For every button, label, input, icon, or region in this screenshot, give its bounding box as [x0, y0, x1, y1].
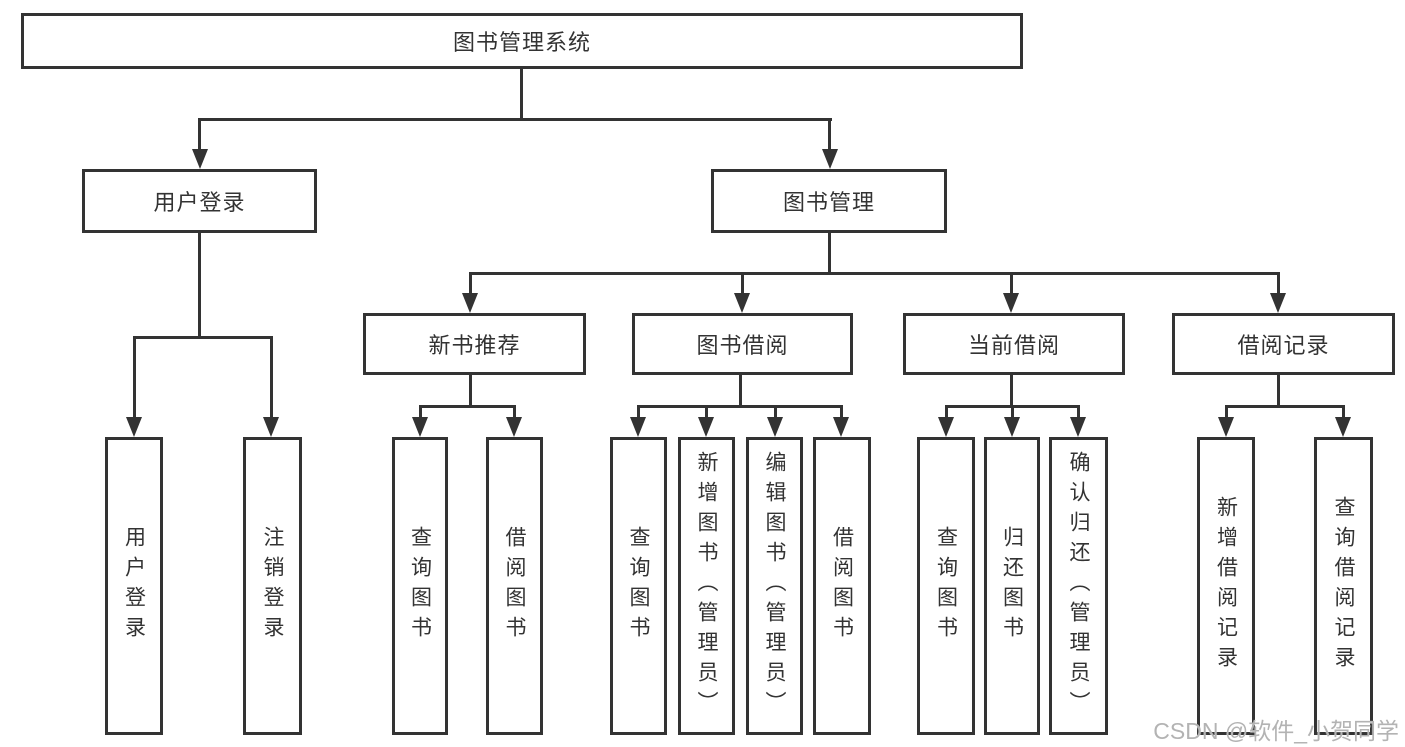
arrow-down-icon	[698, 417, 714, 437]
connector-drop-level3	[1010, 272, 1013, 295]
node-book-management: 图书管理	[711, 169, 947, 233]
connector-drop-leaf	[1342, 405, 1345, 419]
connector-drop-level3	[1277, 272, 1280, 295]
connector-records-stem	[1277, 375, 1280, 405]
connector-drop-leaf	[1077, 405, 1080, 419]
connector-drop-level3	[469, 272, 472, 295]
connector-drop-user-login	[198, 118, 201, 151]
node-new-book-recommendation: 新书推荐	[363, 313, 586, 375]
connector-root-stem	[520, 69, 523, 118]
connector-drop-leaf	[637, 405, 640, 419]
connector-recommend-stem	[469, 375, 472, 405]
leaf-user-login: 用户登录	[105, 437, 163, 735]
arrow-down-icon	[734, 293, 750, 313]
connector-borrowing-rail	[637, 405, 842, 408]
arrow-down-icon	[1003, 293, 1019, 313]
arrow-down-icon	[833, 417, 849, 437]
connector-drop-leaf	[945, 405, 948, 419]
arrow-down-icon	[192, 149, 208, 169]
node-book-borrowing: 图书借阅	[632, 313, 853, 375]
arrow-down-icon	[1004, 417, 1020, 437]
connector-book-management-stem	[828, 233, 831, 272]
arrow-down-icon	[767, 417, 783, 437]
arrow-down-icon	[938, 417, 954, 437]
arrow-down-icon	[1335, 417, 1351, 437]
node-library-management-system: 图书管理系统	[21, 13, 1023, 69]
watermark-text: CSDN @软件_小贺同学	[1153, 718, 1399, 744]
connector-user-login-rail	[133, 336, 273, 339]
arrow-down-icon	[1070, 417, 1086, 437]
leaf-borrow-books-borrowing: 借阅图书	[813, 437, 871, 735]
leaf-query-books-borrowing: 查询图书	[610, 437, 667, 735]
connector-borrowing-stem	[739, 375, 742, 405]
leaf-borrow-books-recommend: 借阅图书	[486, 437, 543, 735]
arrow-down-icon	[263, 417, 279, 437]
leaf-edit-book-admin: 编辑图书（管理员）	[746, 437, 803, 735]
connector-drop-book-management	[828, 118, 831, 151]
connector-book-management-rail	[469, 272, 1280, 275]
leaf-query-borrow-record: 查询借阅记录	[1314, 437, 1373, 735]
arrow-down-icon	[126, 417, 142, 437]
leaf-query-books-current: 查询图书	[917, 437, 975, 735]
leaf-logout: 注销登录	[243, 437, 302, 735]
connector-drop-leaf	[1011, 405, 1014, 419]
connector-records-rail	[1225, 405, 1344, 408]
node-user-login: 用户登录	[82, 169, 317, 233]
leaf-return-books: 归还图书	[984, 437, 1040, 735]
connector-current-stem	[1010, 375, 1013, 405]
connector-drop-leaf	[419, 405, 422, 419]
connector-root-rail	[199, 118, 832, 121]
arrow-down-icon	[506, 417, 522, 437]
connector-drop-leaf	[705, 405, 708, 419]
node-borrowing-records: 借阅记录	[1172, 313, 1395, 375]
connector-drop-leaf	[133, 336, 136, 419]
connector-user-login-stem	[198, 233, 201, 336]
arrow-down-icon	[630, 417, 646, 437]
node-current-borrowing: 当前借阅	[903, 313, 1125, 375]
leaf-query-books-recommend: 查询图书	[392, 437, 448, 735]
connector-recommend-rail	[419, 405, 516, 408]
leaf-confirm-return-admin: 确认归还（管理员）	[1049, 437, 1108, 735]
connector-drop-leaf	[1225, 405, 1228, 419]
arrow-down-icon	[462, 293, 478, 313]
connector-drop-level3	[741, 272, 744, 295]
connector-drop-leaf	[840, 405, 843, 419]
leaf-add-book-admin: 新增图书（管理员）	[678, 437, 735, 735]
arrow-down-icon	[822, 149, 838, 169]
arrow-down-icon	[1270, 293, 1286, 313]
leaf-add-borrow-record: 新增借阅记录	[1197, 437, 1255, 735]
connector-drop-leaf	[774, 405, 777, 419]
arrow-down-icon	[1218, 417, 1234, 437]
connector-drop-leaf	[270, 336, 273, 419]
arrow-down-icon	[412, 417, 428, 437]
connector-drop-leaf	[513, 405, 516, 419]
